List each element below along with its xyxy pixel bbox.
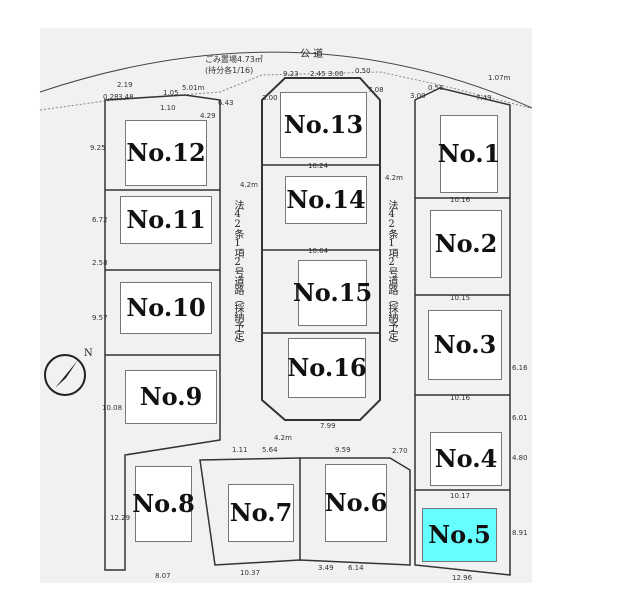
left-block-boundary <box>104 94 221 571</box>
bottom-block-boundary <box>199 457 411 566</box>
road-width-left: 4.2m <box>240 181 258 189</box>
lot-no12[interactable]: No.12 <box>125 120 207 186</box>
road-width-bottom: 4.2m <box>274 434 292 442</box>
dimension-label: 6.16 <box>512 364 528 372</box>
garbage-area-label: ごみ置場4.73㎡ <box>205 54 263 64</box>
dimension-label: 10.24 <box>308 162 329 170</box>
dimension-label: 7.08 <box>368 86 384 94</box>
dimension-label: 3.48 <box>118 93 134 101</box>
dimension-label: 9.25 <box>90 144 106 152</box>
lot-no11-label: No.11 <box>126 205 206 234</box>
dimension-label: 0.56 <box>428 84 444 92</box>
dimension-label: 7.49 <box>476 94 492 102</box>
north-label: N <box>84 348 93 359</box>
road-label-right: 法42条1項2号道路（採納予定） <box>386 200 397 348</box>
dimension-label: 9.59 <box>335 446 351 454</box>
lot-no3-label: No.3 <box>433 330 497 359</box>
center-block-boundary <box>261 77 381 421</box>
dimension-label: 10.08 <box>102 404 122 412</box>
dimension-label: 12.29 <box>110 514 130 522</box>
dimension-label: 5.64 <box>262 446 278 454</box>
garbage-share-label: (持分各1/16) <box>205 65 253 75</box>
dimension-label: 8.91 <box>512 529 528 537</box>
dimension-label: 3.49 <box>318 564 334 572</box>
dimension-label: 10.37 <box>240 569 260 577</box>
dimension-label: 3.00 <box>410 92 426 100</box>
dimension-label: 1.10 <box>160 104 176 112</box>
lot-no14-label: No.14 <box>286 185 366 214</box>
dimension-label: 10.16 <box>450 196 471 204</box>
dimension-labels: 5.01m 1.07m 2.19 0.28 3.48 1.05 1.10 4.2… <box>90 67 528 582</box>
lot-no12-label: No.12 <box>126 138 206 167</box>
dimension-label: 4.80 <box>512 454 528 462</box>
dimension-label: 3.00 <box>262 94 278 102</box>
lot-no4-label: No.4 <box>434 444 498 473</box>
dimension-label: 6.01 <box>512 414 528 422</box>
lot-no7-label: No.7 <box>229 498 293 527</box>
lot-no13[interactable]: No.13 <box>280 92 367 158</box>
lot-no2[interactable]: No.2 <box>430 210 502 278</box>
lot-no15-label: No.15 <box>292 278 373 307</box>
dimension-label: 6.72 <box>92 216 108 224</box>
dimension-label: 2.19 <box>117 81 133 89</box>
dimension-label: 10.64 <box>308 247 329 255</box>
lot-no9-label: No.9 <box>139 382 203 411</box>
dimension-label: 1.11 <box>232 446 248 454</box>
dimension-label: 1.07m <box>488 74 511 82</box>
lot-no14[interactable]: No.14 <box>285 176 367 224</box>
lot-no16[interactable]: No.16 <box>287 338 367 398</box>
lot-no10-label: No.10 <box>126 293 206 322</box>
road-boundary <box>39 51 533 109</box>
dimension-label: 2.45 <box>310 70 326 78</box>
right-block-boundary <box>414 87 511 576</box>
dimension-label: 5.01m <box>182 84 205 92</box>
dimension-label: 4.29 <box>200 112 216 120</box>
dimension-label: 7.99 <box>320 422 336 430</box>
dimension-label: 10.17 <box>450 492 470 500</box>
dimension-label: 9.57 <box>92 314 108 322</box>
lot-no10[interactable]: No.10 <box>120 282 212 334</box>
lot-no11[interactable]: No.11 <box>120 196 212 244</box>
lot-no1-label: No.1 <box>437 139 501 168</box>
dimension-label: 2.70 <box>392 447 408 455</box>
lot-no8-label: No.8 <box>132 489 195 518</box>
lot-no13-label: No.13 <box>283 110 364 139</box>
lot-no1[interactable]: No.1 <box>437 115 501 193</box>
public-road-label: 公 道 <box>300 47 323 60</box>
dimension-label: 10.15 <box>450 294 470 302</box>
dimension-label: 12.96 <box>452 574 473 582</box>
lot-no7[interactable]: No.7 <box>228 484 294 542</box>
lot-no15[interactable]: No.15 <box>293 260 372 326</box>
lot-no6[interactable]: No.6 <box>325 464 387 542</box>
dimension-label: 0.50 <box>355 67 371 75</box>
road-label-left: 法42条1項2号道路（採納予定） <box>232 200 243 348</box>
north-compass-icon <box>44 354 86 396</box>
dimension-label: 2.58 <box>92 259 108 267</box>
dimension-label: 1.05 <box>163 89 179 97</box>
dimension-label: 6.43 <box>218 99 234 107</box>
dimension-label: 0.28 <box>103 93 119 101</box>
lot-no16-label: No.16 <box>287 353 367 382</box>
lot-no8[interactable]: No.8 <box>132 466 195 542</box>
dimension-label: 6.14 <box>348 564 364 572</box>
dimension-label: 8.07 <box>155 572 171 580</box>
lot-no5-label: No.5 <box>428 520 491 549</box>
lot-no4[interactable]: No.4 <box>430 432 502 486</box>
dimension-label: 10.16 <box>450 394 471 402</box>
lot-no5-highlighted[interactable]: No.5 <box>422 508 497 562</box>
lot-no9[interactable]: No.9 <box>125 370 217 424</box>
lot-no6-label: No.6 <box>324 488 388 517</box>
road-width-right: 4.2m <box>385 174 403 182</box>
dimension-label: 3.00 <box>328 70 344 78</box>
lot-no2-label: No.2 <box>434 229 498 258</box>
lot-no3[interactable]: No.3 <box>428 310 502 380</box>
dimension-label: 9.23 <box>283 70 299 78</box>
